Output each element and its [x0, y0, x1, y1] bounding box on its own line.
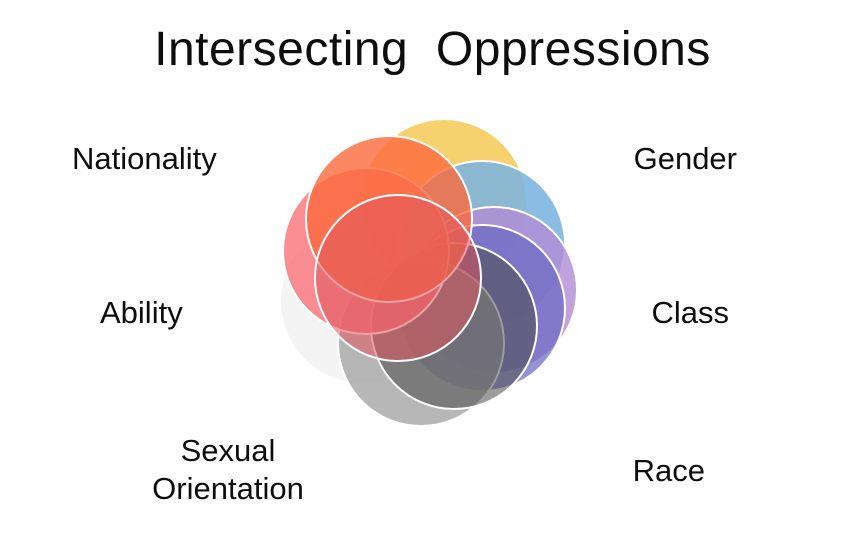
label-nationality: Nationality: [72, 141, 217, 176]
label-sexual-orientation: Sexual Orientation: [152, 433, 304, 506]
page-title: Intersecting Oppressions: [154, 23, 711, 76]
label-ability: Ability: [100, 295, 183, 330]
venn-diagram: [258, 118, 588, 448]
venn-circle-group: [279, 118, 578, 427]
venn-circle-ability-accent: [314, 194, 482, 362]
label-race: Race: [632, 453, 705, 488]
label-gender: Gender: [633, 141, 737, 176]
label-class: Class: [651, 295, 729, 330]
